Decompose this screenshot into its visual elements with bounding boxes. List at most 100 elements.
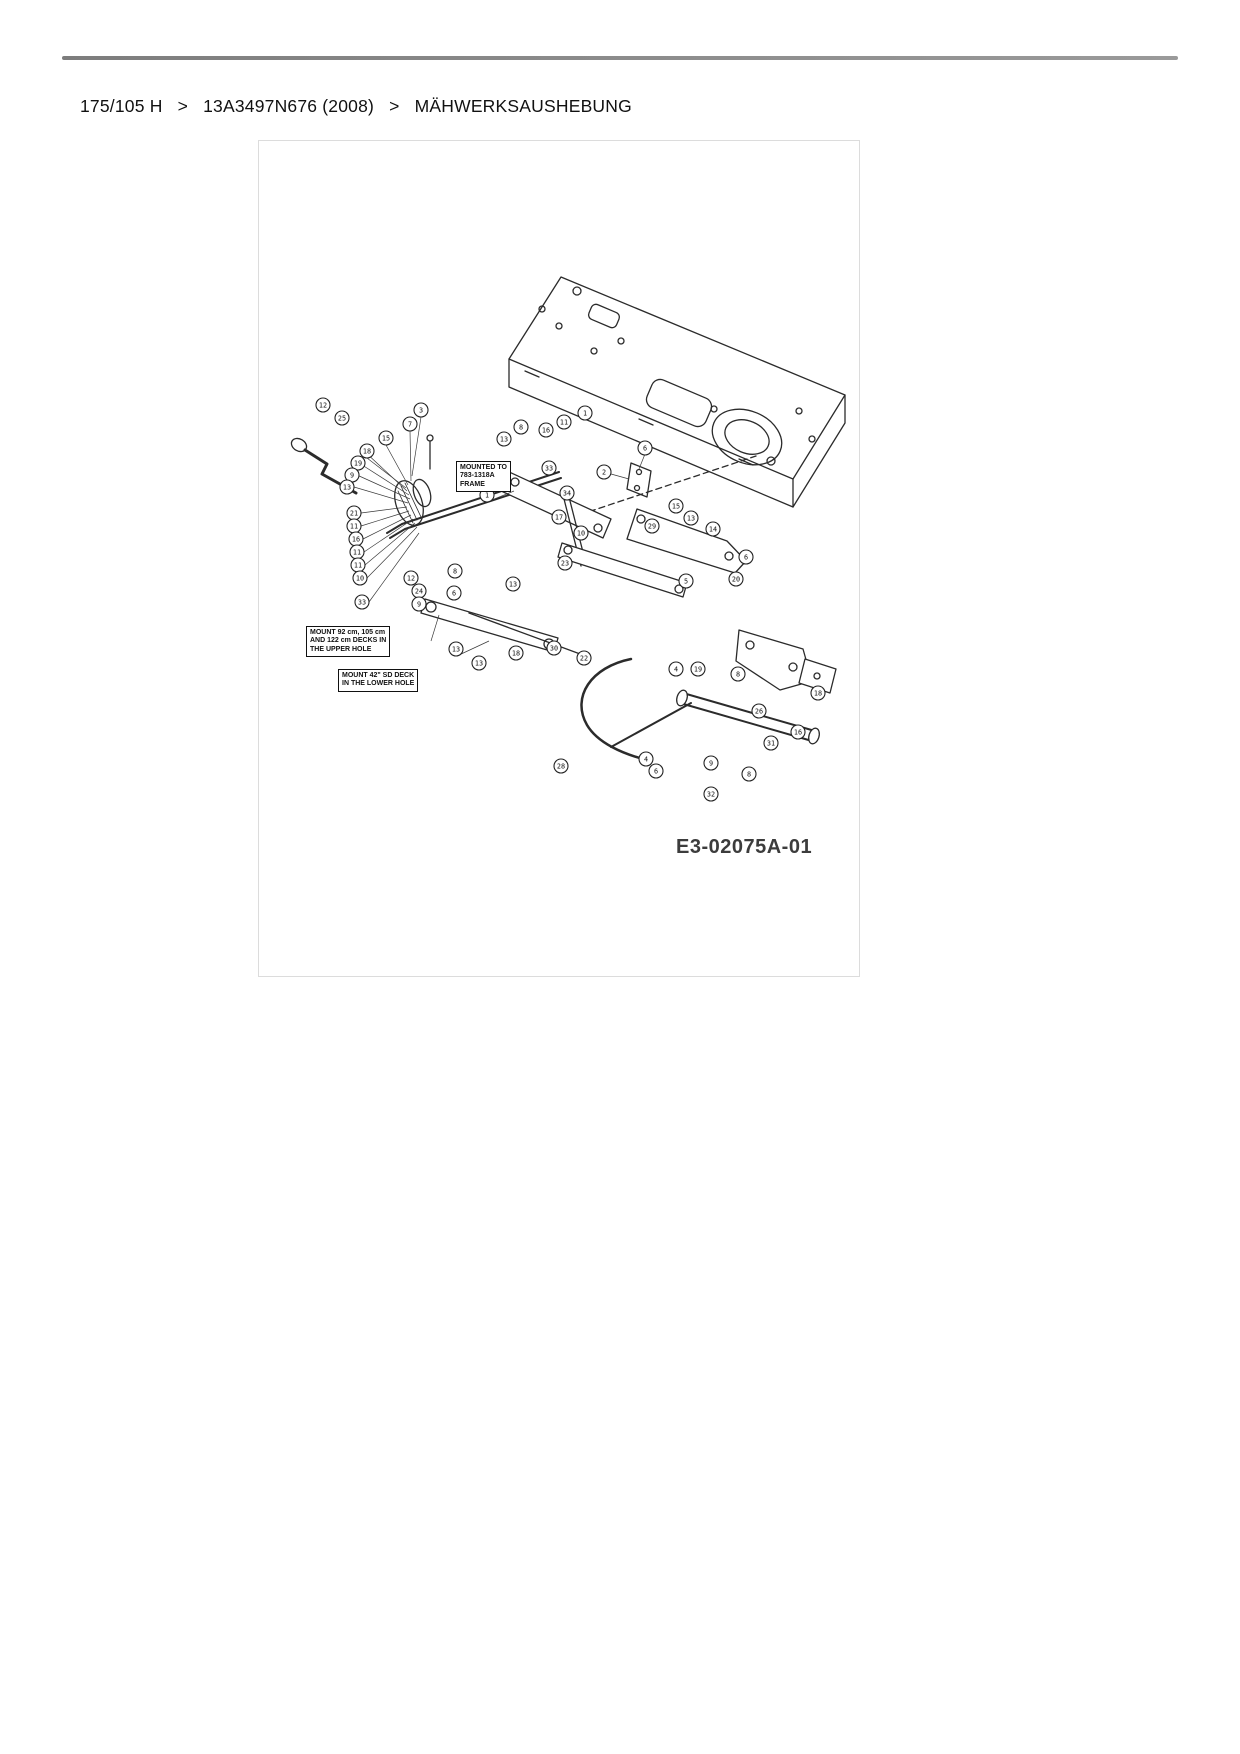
- note-line: MOUNT 92 cm, 105 cm: [310, 629, 386, 636]
- callout-circle: [513, 419, 529, 435]
- callout-circle: [576, 650, 592, 666]
- callout-circle: [683, 510, 699, 526]
- callout-circle: [741, 766, 757, 782]
- callout-number: 4: [674, 665, 678, 673]
- callout-number: 16: [794, 728, 802, 736]
- note-line: FRAME: [460, 480, 485, 488]
- callout-circle: [411, 596, 427, 612]
- callout-circle: [638, 751, 654, 767]
- callout-number: 29: [648, 522, 656, 530]
- top-divider-rule: [62, 56, 1178, 60]
- callout-circle: [573, 525, 589, 541]
- callout-circle: [315, 397, 331, 413]
- diagram-svg: 1225371518199132111161111103313816111623…: [290, 276, 846, 802]
- note-line: IN THE LOWER HOLE: [342, 680, 415, 688]
- callout-number: 6: [744, 553, 748, 561]
- callout-number: 10: [356, 574, 364, 582]
- callout-circle: [352, 570, 368, 586]
- callout-number: 23: [561, 559, 569, 567]
- note-line: THE UPPER HOLE: [310, 645, 372, 653]
- callout-number: 9: [709, 759, 713, 767]
- breadcrumb-model[interactable]: 175/105 H: [80, 96, 163, 116]
- callout-circle: [334, 410, 350, 426]
- callout-circle: [446, 585, 462, 601]
- callout-circle: [648, 763, 664, 779]
- callout-circle: [505, 576, 521, 592]
- callout-number: 20: [732, 575, 740, 583]
- callout-circle: [553, 758, 569, 774]
- callout-circle: [790, 724, 806, 740]
- callout-circle: [668, 498, 684, 514]
- callout-number: 15: [672, 502, 680, 510]
- callout-number: 14: [709, 525, 717, 533]
- breadcrumb-separator: >: [389, 96, 400, 116]
- callout-circle: [448, 641, 464, 657]
- callout-circle: [350, 455, 366, 471]
- callout-number: 12: [319, 401, 327, 409]
- note-line: AND 122 cm DECKS IN: [310, 637, 387, 645]
- callout-circle: [551, 509, 567, 525]
- callout-number: 22: [580, 654, 588, 662]
- callout-number: 2: [602, 468, 606, 476]
- callout-number: 13: [687, 514, 695, 522]
- callout-number: 34: [563, 489, 571, 497]
- callout-number: 30: [550, 644, 558, 652]
- diagram-line-art: [290, 276, 846, 763]
- callout-circle: [339, 479, 355, 495]
- callout-number: 19: [354, 459, 362, 467]
- callout-number: 18: [814, 689, 822, 697]
- note-mounted-to-frame: MOUNTED TO 783-1318A FRAME: [456, 461, 511, 493]
- note-line: MOUNTED TO: [460, 464, 507, 471]
- callout-circle: [508, 645, 524, 661]
- callout-number: 1: [485, 491, 489, 499]
- callout-circle: [557, 555, 573, 571]
- callout-number: 5: [684, 577, 688, 585]
- diagram-code: E3-02075A-01: [676, 836, 813, 858]
- callout-circle: [703, 786, 719, 802]
- callout-number: 28: [557, 762, 565, 770]
- callout-number: 13: [343, 483, 351, 491]
- callout-circle: [810, 685, 826, 701]
- breadcrumb-separator: >: [177, 96, 189, 116]
- callout-number: 8: [519, 423, 523, 431]
- callout-number: 3: [419, 406, 423, 414]
- callout-circle: [577, 405, 593, 421]
- callout-circle: [678, 573, 694, 589]
- callout-number: 18: [363, 447, 371, 455]
- callout-number: 16: [352, 535, 360, 543]
- callout-number: 9: [350, 471, 354, 479]
- callout-circle: [413, 402, 429, 418]
- callout-number: 6: [452, 589, 456, 597]
- callout-circle: [705, 521, 721, 537]
- callout-circle: [751, 703, 767, 719]
- breadcrumb: 175/105 H > 13A3497N676 (2008) > MÄHWERK…: [80, 96, 632, 117]
- callout-circle: [644, 518, 660, 534]
- breadcrumb-section: MÄHWERKSAUSHEBUNG: [414, 96, 632, 116]
- callout-number: 8: [736, 670, 740, 678]
- callout-number: 11: [353, 548, 361, 556]
- callout-number: 15: [382, 434, 390, 442]
- callout-number: 6: [643, 444, 647, 452]
- callout-number: 13: [500, 435, 508, 443]
- callout-circle: [728, 571, 744, 587]
- callout-circle: [538, 422, 554, 438]
- callout-number: 8: [453, 567, 457, 575]
- callout-number: 8: [747, 770, 751, 778]
- callout-number: 21: [350, 509, 358, 517]
- callout-number: 9: [417, 600, 421, 608]
- callout-circle: [690, 661, 706, 677]
- callout-number: 10: [577, 529, 585, 537]
- callout-number: 11: [354, 561, 362, 569]
- callout-number: 4: [644, 755, 648, 763]
- callout-number: 24: [415, 587, 423, 595]
- callout-circle: [359, 443, 375, 459]
- breadcrumb-part-number[interactable]: 13A3497N676 (2008): [203, 96, 375, 116]
- note-upper-hole: MOUNT 92 cm, 105 cm AND 122 cm DECKS IN …: [306, 626, 391, 658]
- callout-circle: [559, 485, 575, 501]
- callout-number: 25: [338, 414, 346, 422]
- callout-number: 7: [408, 420, 412, 428]
- callout-number: 31: [767, 739, 775, 747]
